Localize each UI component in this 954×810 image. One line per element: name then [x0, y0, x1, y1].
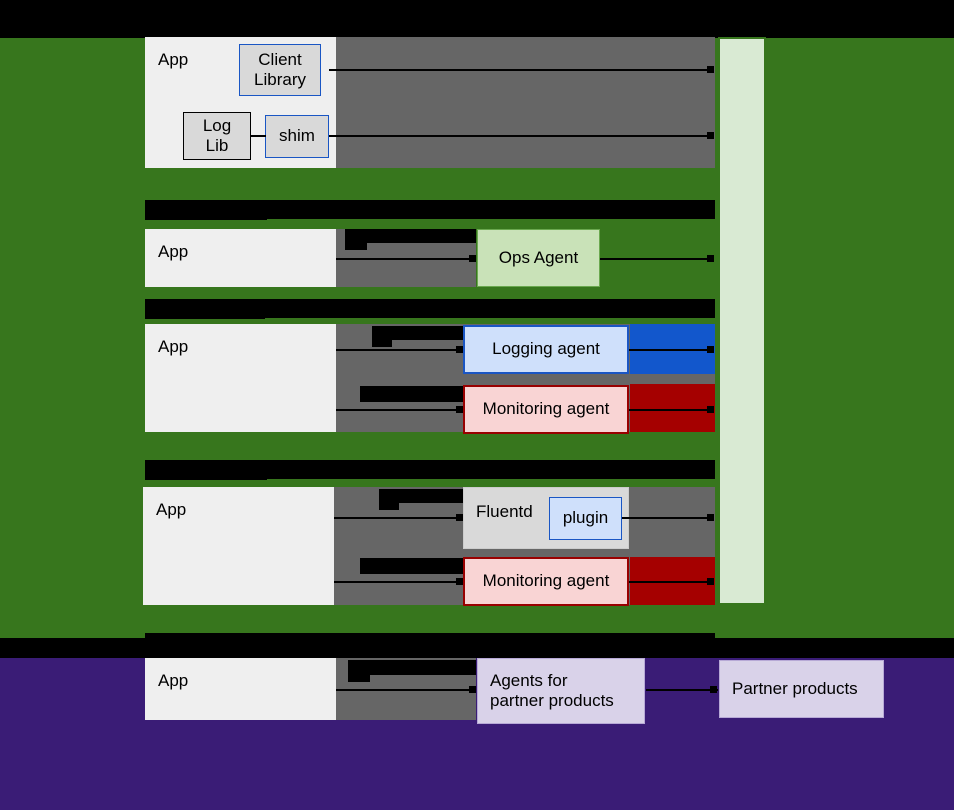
log-lib-label: Log Lib [202, 115, 232, 155]
connector-plugin-out [622, 517, 710, 519]
redacted-label-row3b [360, 386, 476, 402]
connector-monitoring-agent-out [629, 409, 710, 411]
fluentd-label: Fluentd [476, 502, 533, 521]
redacted-caption-row2 [145, 200, 715, 219]
connector-dot-logging-out [707, 346, 714, 353]
connector-shim-out [329, 135, 710, 137]
ops-agent-box[interactable]: Ops Agent [477, 229, 600, 287]
connector-app-monitoring-agent-2 [334, 581, 463, 583]
client-library-label: Client Library [254, 49, 306, 89]
connector-dot-monitoring2-out [707, 578, 714, 585]
connector-dot-client-library [707, 66, 714, 73]
app-box-row3: App [145, 324, 336, 432]
redacted-label-row5 [348, 660, 476, 675]
redacted-label-row5-tail [348, 673, 370, 682]
connector-dot-fluentd-in [456, 514, 463, 521]
redaction-block-monitoring-out [630, 384, 715, 432]
app-box-row2: App [145, 229, 336, 287]
redacted-label-row4a [379, 489, 477, 503]
connector-dot-monitoring-in [456, 406, 463, 413]
redacted-caption-row4-tail [145, 472, 267, 480]
connector-dot-ops-agent-in [469, 255, 476, 262]
client-library-box[interactable]: Client Library [239, 44, 321, 96]
redacted-caption-row5 [145, 633, 715, 643]
redacted-caption-row4 [145, 460, 715, 479]
connector-loglib-shim [251, 135, 266, 137]
connector-agents-to-partner-products [646, 689, 718, 691]
app-label-row5: App [158, 671, 189, 690]
redacted-label-row4a-tail [379, 501, 399, 510]
connector-app-monitoring-agent [336, 409, 463, 411]
log-lib-box[interactable]: Log Lib [183, 112, 251, 160]
middle-black-band [0, 638, 954, 658]
ops-agent-label: Ops Agent [498, 247, 579, 267]
app-label-row2: App [158, 242, 189, 261]
redacted-label-row3a-tail [372, 338, 392, 347]
destination-column [718, 37, 766, 605]
app-label-row3: App [158, 337, 189, 356]
plugin-label: plugin [562, 508, 609, 528]
redacted-label-row2 [345, 229, 476, 243]
connector-logging-agent-out [629, 349, 710, 351]
shim-label: shim [279, 126, 315, 146]
connector-dot-monitoring2-in [456, 578, 463, 585]
connector-dot-agents-partner-in [469, 686, 476, 693]
redacted-label-row2-tail [345, 241, 367, 250]
monitoring-agent-box-2[interactable]: Monitoring agent [463, 557, 629, 606]
connector-monitoring-agent-2-out [629, 581, 710, 583]
app-box-row5: App [145, 658, 336, 720]
monitoring-agent-label-2: Monitoring agent [482, 571, 610, 591]
app-box-row4: App [143, 487, 334, 605]
redacted-caption-row2-tail [145, 212, 267, 220]
connector-app-agents-partner [336, 689, 476, 691]
connector-ops-agent-out [600, 258, 710, 260]
connector-dot-monitoring-out [707, 406, 714, 413]
monitoring-agent-label: Monitoring agent [482, 399, 610, 419]
logging-agent-label: Logging agent [492, 339, 600, 359]
redacted-label-row3a [372, 326, 476, 340]
agents-for-partner-products-box[interactable]: Agents for partner products [477, 658, 645, 724]
redacted-label-row4b [360, 558, 478, 574]
logging-agent-box[interactable]: Logging agent [463, 325, 629, 374]
monitoring-agent-box[interactable]: Monitoring agent [463, 385, 629, 434]
connector-dot-partner-products-in [710, 686, 717, 693]
top-black-band [0, 0, 954, 38]
agents-for-partner-products-label: Agents for partner products [490, 670, 614, 710]
connector-dot-logging-in [456, 346, 463, 353]
shim-box[interactable]: shim [265, 115, 329, 158]
plugin-box[interactable]: plugin [549, 497, 622, 540]
redaction-block-row1 [336, 37, 715, 168]
connector-dot-ops-agent-out [707, 255, 714, 262]
connector-app-ops-agent [336, 258, 476, 260]
connector-dot-plugin-out [707, 514, 714, 521]
connector-dot-shim [707, 132, 714, 139]
connector-app-fluentd [334, 517, 463, 519]
partner-products-box[interactable]: Partner products [719, 660, 884, 718]
connector-client-library-out [329, 69, 710, 71]
redacted-caption-row3-tail [145, 311, 265, 319]
app-label-row1: App [158, 50, 189, 69]
redacted-caption-row3 [145, 299, 715, 318]
app-label-row4: App [156, 500, 187, 519]
partner-products-label: Partner products [732, 678, 858, 698]
connector-app-logging-agent [336, 349, 463, 351]
